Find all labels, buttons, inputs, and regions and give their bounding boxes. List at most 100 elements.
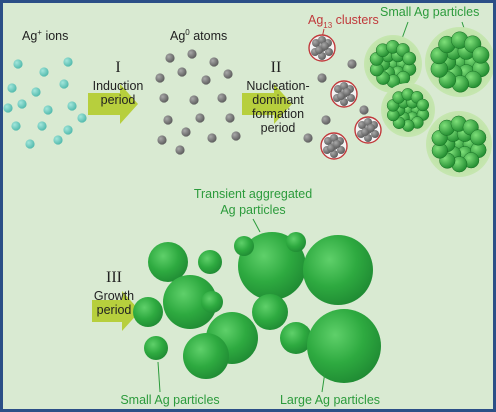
ag13-cluster-atom: [327, 144, 335, 152]
ag-atom-group: [155, 49, 241, 155]
ag-atom: [195, 113, 205, 123]
ag-atom: [181, 127, 191, 137]
small-ag-particle: [425, 27, 493, 97]
ag-ion: [17, 99, 27, 109]
small-ag-particle: [426, 111, 492, 177]
ag-atom-stray: [303, 133, 313, 143]
ag13-cluster-atom: [340, 82, 348, 90]
small-bottom-leader: [157, 361, 161, 393]
ag13-cluster-atom: [340, 98, 348, 106]
ag-atom: [187, 49, 197, 59]
stage-3-arrow: [92, 291, 140, 331]
ag-growth-particle: [133, 297, 163, 327]
ag-ion: [77, 113, 87, 123]
ag-atom-stray: [321, 115, 331, 125]
ag-atom: [223, 69, 233, 79]
ag13-cluster-atom: [364, 134, 372, 142]
ag-atom: [163, 115, 173, 125]
ag-atom: [217, 93, 227, 103]
transient-label-line-2: Ag particles: [220, 203, 285, 217]
particle-facet: [470, 129, 487, 146]
ag13-cluster-atom: [371, 130, 379, 138]
ag-atom: [189, 95, 199, 105]
stage-3-label-line-2: period: [97, 303, 132, 317]
ag13-cluster-atom: [367, 124, 375, 132]
ag13-cluster: [320, 132, 348, 160]
ag-ion: [43, 105, 53, 115]
ag-atom-stray: [317, 73, 327, 83]
ag-atom: [175, 145, 185, 155]
ag-atom-stray: [359, 105, 369, 115]
ag-growth-particle: [148, 242, 188, 282]
small-particles-bottom-label: Small Ag particles: [120, 393, 219, 407]
growth-particle-group: [133, 232, 381, 383]
ag-ion: [63, 125, 73, 135]
ag-atom: [201, 75, 211, 85]
large-leader: [321, 371, 326, 393]
ag13-cluster-group: [303, 34, 382, 160]
ag-ion: [11, 121, 21, 131]
ag-ion: [59, 79, 69, 89]
small-ag-particle: [381, 83, 435, 137]
ag13-cluster: [330, 80, 358, 108]
ag-atom: [157, 135, 167, 145]
ag-ion-group: [3, 57, 87, 149]
ag-ion: [37, 121, 47, 131]
stage-2-numeral: II: [271, 59, 282, 76]
ag13-cluster-atom: [321, 42, 329, 50]
ag13-clusters-label: Ag13 clusters: [308, 13, 379, 30]
ag-ion: [53, 135, 63, 145]
stage-2-label-line-4: period: [261, 121, 296, 135]
ag-growth-particle: [144, 336, 168, 360]
transient-label-line-1: Transient aggregated: [194, 187, 312, 201]
particle-facet: [472, 46, 490, 64]
ag-ion: [31, 87, 41, 97]
ag13-cluster: [354, 116, 382, 144]
stage-1-numeral: I: [115, 59, 120, 76]
ag13-cluster-atom: [324, 137, 332, 145]
diagram-panel: Ag+ ions Ag0 atoms Ag13 clusters Small A…: [3, 3, 493, 409]
stage-1-arrow: [88, 84, 138, 124]
ag-growth-particle: [252, 294, 288, 330]
stage-2-label-line-1: Nucleation-: [246, 79, 309, 93]
ag13-cluster-atom: [318, 52, 326, 60]
ag-atom-stray: [347, 59, 357, 69]
ag-ions-label: Ag+ ions: [22, 28, 68, 43]
stage-1-label-line-1: Induction: [93, 79, 144, 93]
ag-growth-particle: [201, 291, 223, 313]
small-ag-particle: [364, 35, 422, 93]
ag-growth-particle: [234, 236, 254, 256]
small-particles-top-label: Small Ag particles: [380, 5, 479, 19]
ag13-cluster-atom: [361, 128, 369, 136]
ag-ion: [25, 139, 35, 149]
particle-facet: [402, 51, 417, 66]
ag-growth-particle: [303, 235, 373, 305]
ag-ion: [3, 103, 13, 113]
ag13-cluster-atom: [333, 140, 341, 148]
ag-growth-particle: [198, 250, 222, 274]
ag-ion: [67, 101, 77, 111]
ag-growth-particle: [280, 322, 312, 354]
stage-2-label-line-3: formation: [252, 107, 304, 121]
ag13-cluster-atom: [343, 88, 351, 96]
large-particles-label: Large Ag particles: [280, 393, 380, 407]
ag-ion: [63, 57, 73, 67]
ag13-cluster-atom: [330, 150, 338, 158]
ag13-cluster: [308, 34, 336, 62]
stage-3-label-line-1: Growth: [94, 289, 134, 303]
ag-growth-particle: [163, 275, 217, 329]
transient-leader: [252, 218, 261, 233]
ag13-cluster-atom: [315, 46, 323, 54]
ag13-cluster-atom: [347, 94, 355, 102]
particle-facet: [416, 98, 430, 112]
growth-mechanism-diagram: Ag+ ions Ag0 atoms Ag13 clusters Small A…: [3, 5, 493, 407]
small-particle-group-top: [364, 27, 493, 177]
stage-3-numeral: III: [106, 269, 122, 286]
ag13-cluster-atom: [358, 121, 366, 129]
ag-atom: [165, 53, 175, 63]
ag13-cluster-atom: [312, 39, 320, 47]
ag-atom: [209, 57, 219, 67]
ag13-cluster-atom: [364, 118, 372, 126]
ag-atom: [225, 113, 235, 123]
ag-atom: [155, 73, 165, 83]
